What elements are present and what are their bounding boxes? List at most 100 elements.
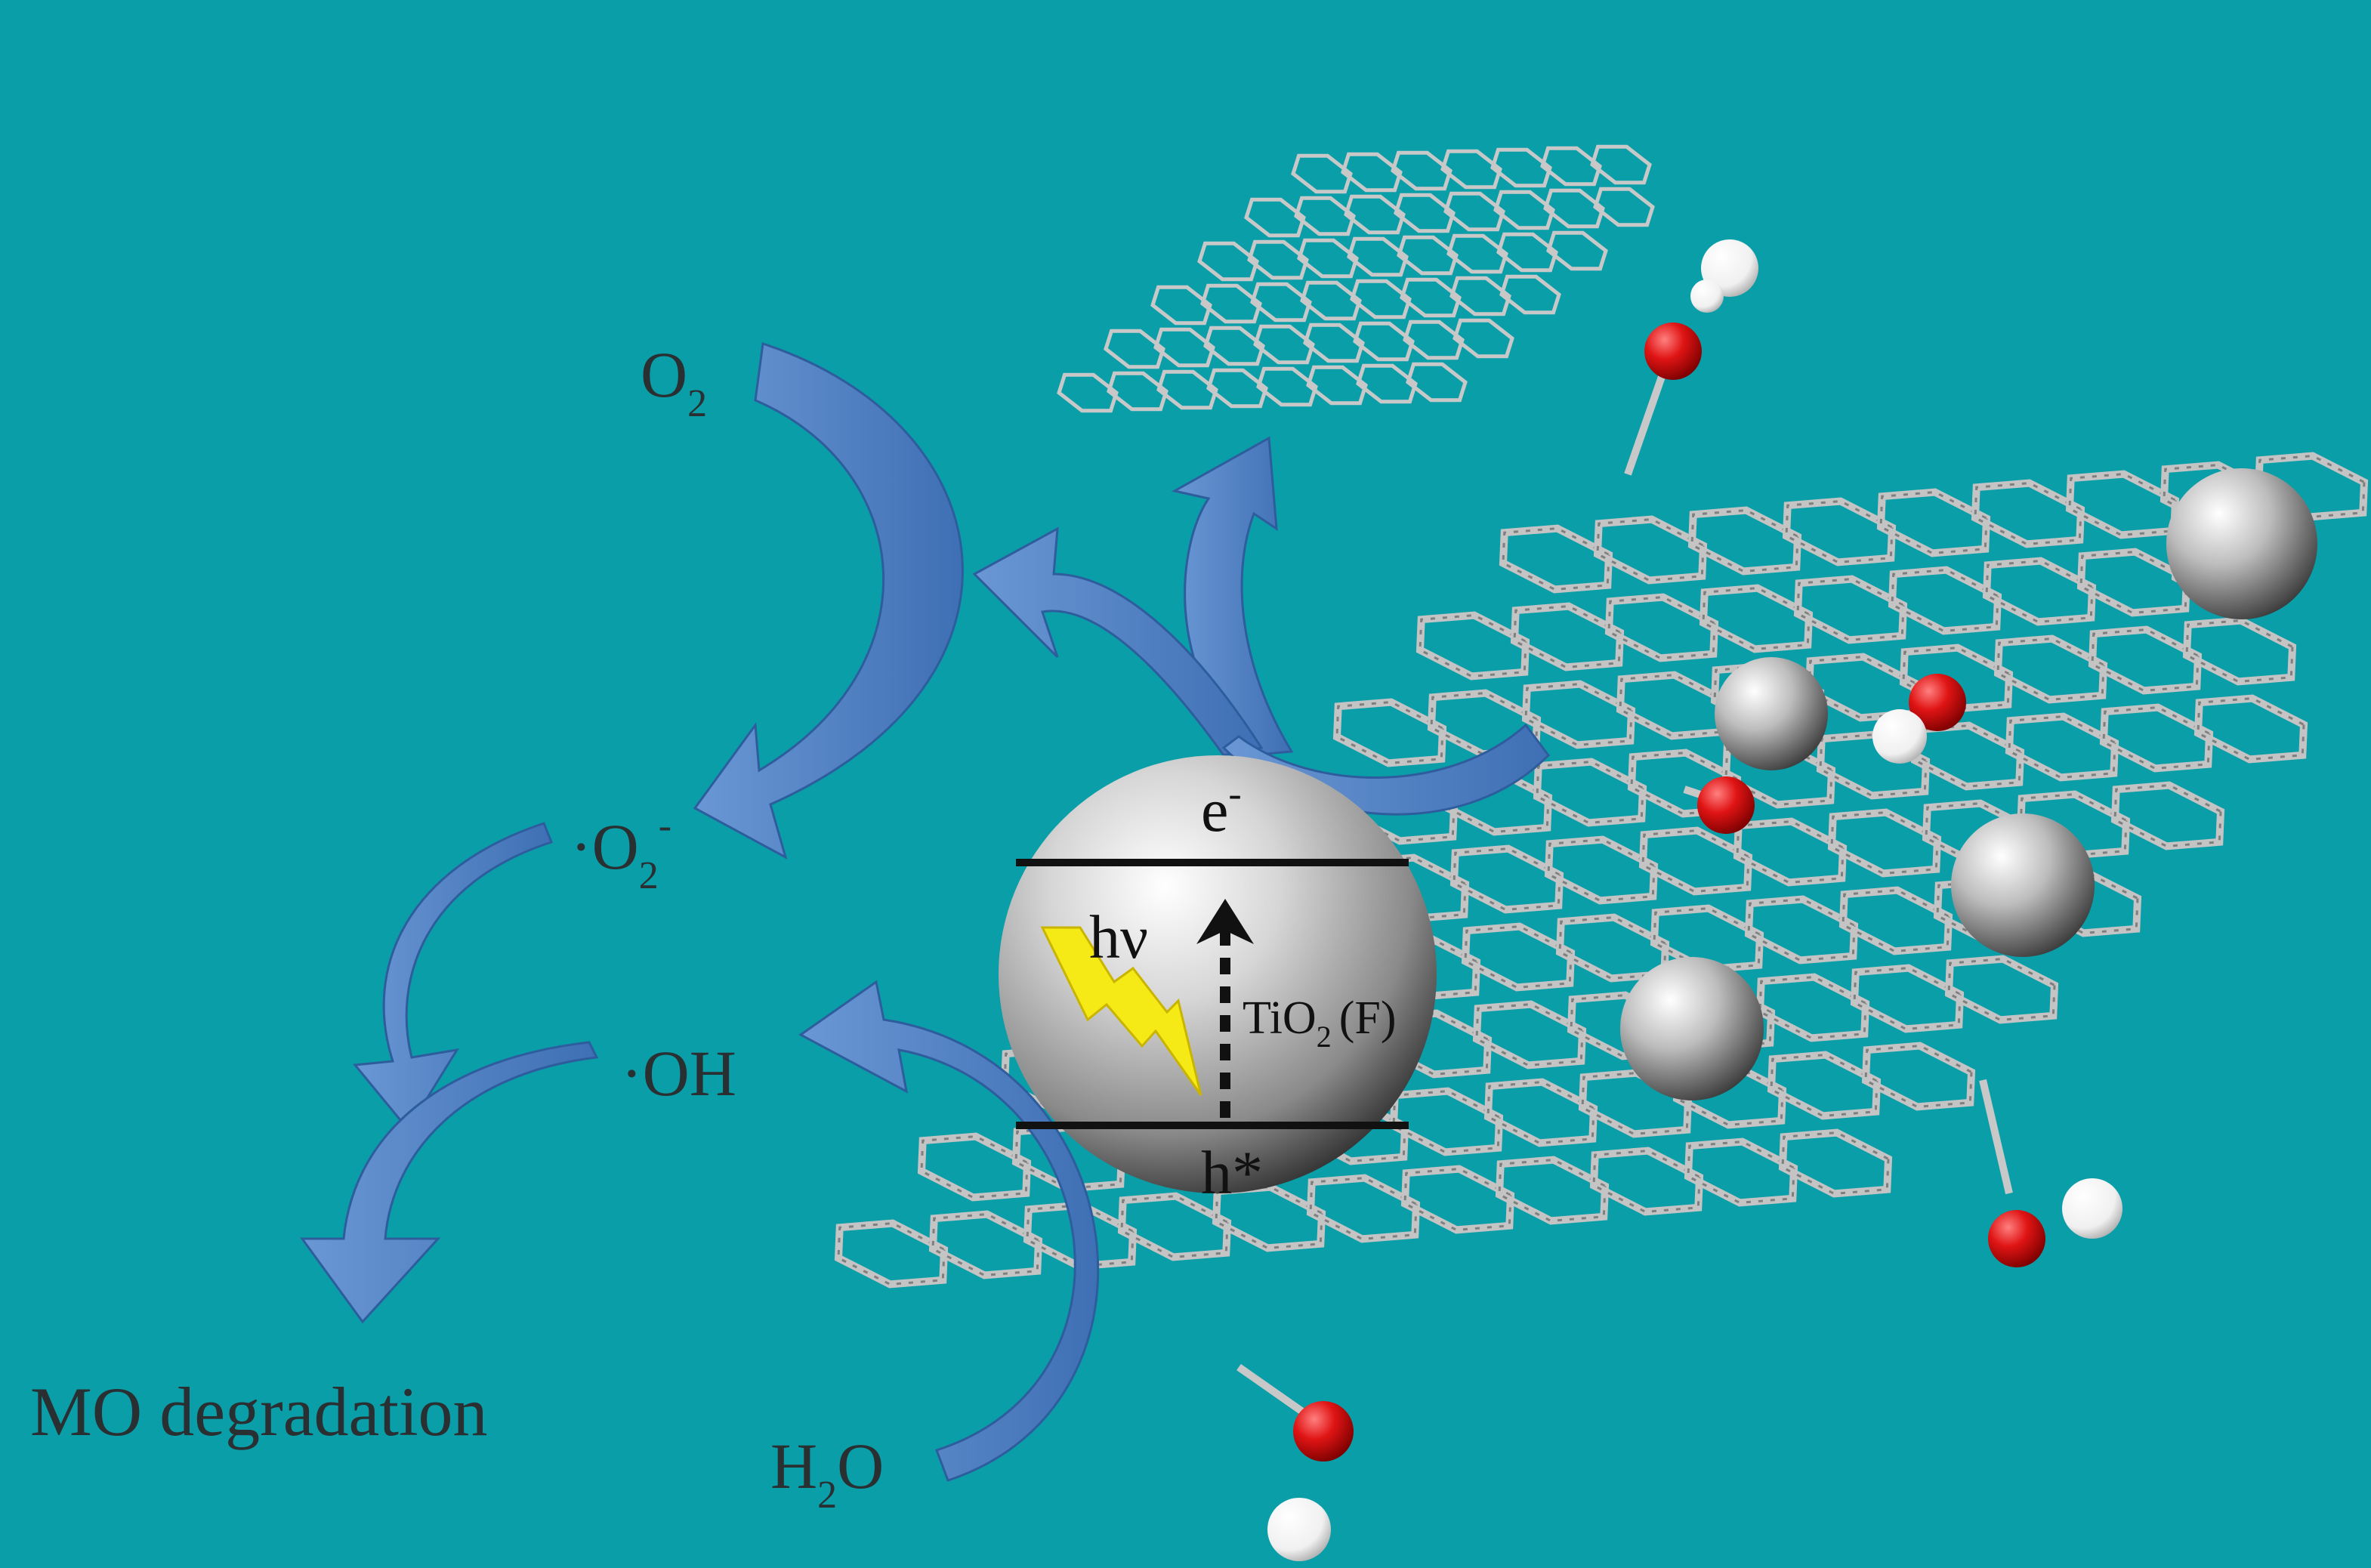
sheet-hexagon — [1353, 321, 1415, 362]
lattice-hexagon — [1982, 557, 2097, 626]
lattice-hexagon — [2088, 625, 2203, 695]
lattice-hexagon — [1650, 904, 1764, 974]
lattice-hexagon — [2076, 548, 2191, 617]
lattice-hexagon — [917, 1132, 1032, 1202]
lattice-hexagon — [1510, 602, 1625, 671]
sheet-hexagon — [1400, 277, 1462, 318]
sheet-hexagon — [1250, 282, 1312, 323]
sheet-hexagon — [1499, 274, 1561, 315]
lattice-hexagon — [1544, 835, 1659, 905]
oxygen-atom — [1697, 776, 1755, 834]
sheet-hexagon — [1297, 238, 1359, 279]
lattice-hexagon — [928, 1210, 1043, 1279]
hydrogen-atom — [1872, 709, 1927, 764]
photon-label: hν — [1089, 903, 1148, 971]
sheet-hexagon — [1203, 326, 1265, 366]
lattice-atoms — [1620, 468, 2317, 1100]
sheet-hexagon — [1341, 152, 1403, 193]
lattice-hexagon — [1993, 634, 2108, 704]
lattice-hexagon — [1888, 566, 2002, 635]
hydrogen-atom — [2062, 1178, 2122, 1239]
lattice-hexagon — [1699, 584, 1814, 653]
lattice-atom — [1951, 813, 2095, 957]
sheet-hexagon — [1344, 194, 1406, 235]
lattice-hexagon — [1638, 826, 1753, 896]
oxygen-atom — [1293, 1401, 1354, 1462]
sheet-hexagon — [1156, 369, 1218, 410]
sheet-hexagon — [1347, 236, 1409, 277]
lattice-hexagon — [1449, 844, 1564, 914]
oxygen-atom — [1988, 1210, 2045, 1267]
lattice-hexagon — [1850, 964, 1965, 1033]
sheet-hexagon — [1540, 146, 1602, 187]
sheet-hexagon — [1593, 187, 1655, 227]
lattice-hexagon — [1604, 593, 1719, 662]
electron-label: e- — [1201, 773, 1242, 844]
lattice-atom — [1620, 957, 1764, 1100]
sheet-hexagon — [1247, 239, 1309, 280]
hydrogen-atom — [1267, 1498, 1331, 1561]
mo-degradation-label: MO degradation — [30, 1373, 488, 1450]
sheet-hexagon — [1306, 365, 1368, 406]
lattice-hexagon — [2005, 712, 2119, 782]
lattice-hexagon — [1593, 515, 1708, 585]
hydroxyl-groups — [1236, 239, 2122, 1561]
lattice-atom — [1715, 657, 1828, 770]
sheet-hexagon — [1590, 144, 1652, 185]
sheet-hexagon — [1303, 323, 1365, 363]
sheet-hexagon — [1446, 233, 1508, 274]
lattice-hexagon — [1589, 1147, 1704, 1216]
tio2-particle: e- hν TiO2(F) h* — [999, 755, 1437, 1207]
oxygen-label: O2 — [641, 338, 707, 425]
sheet-hexagon — [1350, 279, 1412, 319]
sheet-hexagon — [1356, 363, 1418, 404]
sheet-hexagon — [1150, 285, 1212, 326]
sheet-hexagon — [1256, 366, 1318, 407]
sheet-hexagon — [1453, 318, 1514, 359]
sheet-hexagon — [1496, 232, 1558, 273]
lattice-hexagon — [1793, 575, 1908, 644]
sheet-hexagon — [1107, 371, 1169, 412]
lattice-hexagon — [1483, 1078, 1598, 1147]
arrow-hydroxyl-to-degradation — [300, 1041, 599, 1324]
oxygen-atom — [1644, 323, 1702, 380]
sheet-hexagon — [1253, 324, 1315, 365]
lattice-hexagon — [1533, 758, 1647, 827]
lattice-hexagon — [1212, 1183, 1326, 1252]
lattice-hexagon — [1733, 817, 1848, 887]
arrow-up-icon — [1196, 899, 1254, 944]
sheet-hexagon — [1300, 280, 1362, 321]
superoxide-label: ·O2- — [570, 804, 671, 897]
sheet-hexagon — [1197, 241, 1259, 282]
sheet-hexagon — [1546, 230, 1608, 271]
lattice-hexagon — [1744, 895, 1859, 965]
hydrogen-atom — [1690, 279, 1724, 313]
sheet-hexagon — [1104, 329, 1165, 369]
lattice-atom — [2166, 468, 2317, 619]
lattice-hexagon — [1117, 1192, 1232, 1261]
lattice-hexagon — [1687, 506, 1802, 576]
lattice-hexagon — [1827, 808, 1942, 878]
sheet-hexagon — [1206, 368, 1268, 409]
lattice-hexagon — [2182, 616, 2297, 686]
sheet-hexagon — [1291, 153, 1353, 194]
sheet-hexagon — [1391, 150, 1453, 191]
sheet-hexagon — [1440, 149, 1502, 190]
lattice-hexagon — [1521, 680, 1636, 749]
sheet-hexagon — [1443, 191, 1505, 232]
sheet-hexagon — [1543, 188, 1605, 229]
catalyst-label: TiO2(F) — [1243, 992, 1396, 1054]
lattice-hexagon — [1306, 1174, 1421, 1243]
reaction-arrows — [300, 342, 1550, 1482]
sheet-hexagon — [1406, 362, 1468, 403]
sheet-hexagon — [1493, 190, 1555, 230]
lattice-hexagon — [2193, 694, 2308, 764]
lattice-hexagon — [2099, 703, 2214, 773]
hydroxyl-label: ·OH — [621, 1037, 736, 1110]
lattice-hexagon — [1778, 1128, 1893, 1198]
sheet-hexagon — [1294, 196, 1356, 236]
lattice-hexagon — [1876, 488, 1991, 557]
arrow-superoxide-to-degradation — [353, 822, 553, 1131]
lattice-hexagon — [1899, 644, 2014, 713]
